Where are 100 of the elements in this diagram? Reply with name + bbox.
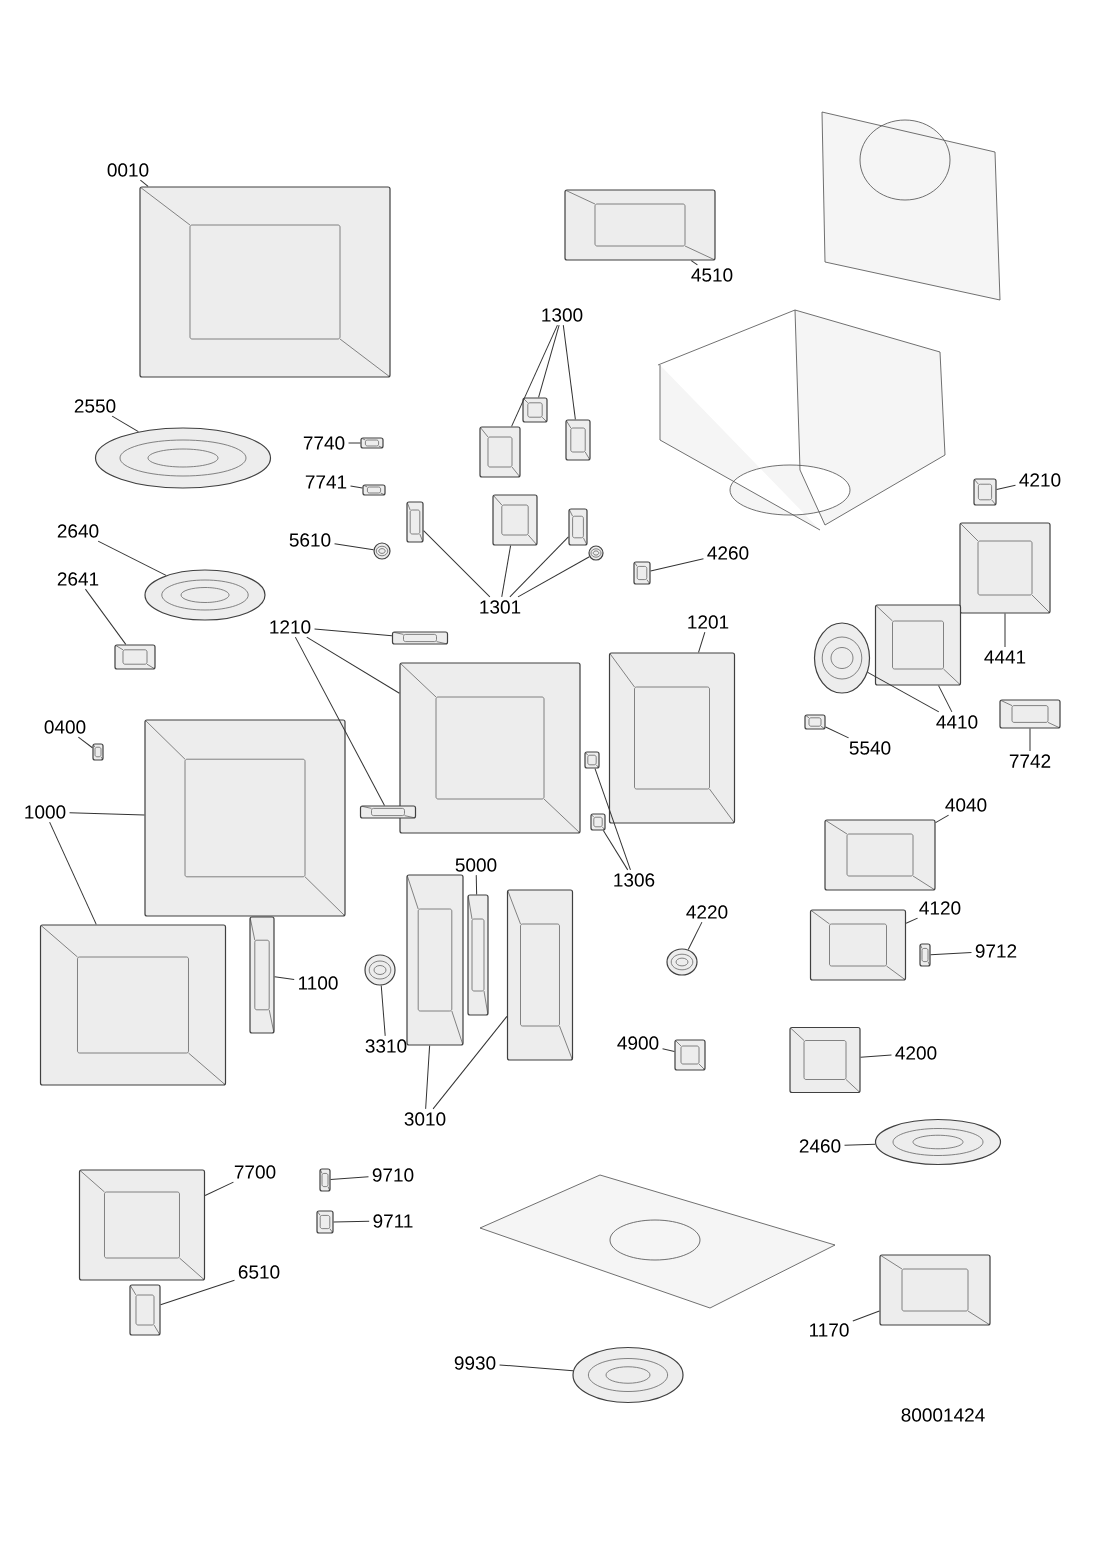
part-drawing xyxy=(144,719,346,917)
leader-line xyxy=(698,631,706,653)
part-drawing xyxy=(919,943,931,967)
part-drawing xyxy=(399,662,581,834)
callout-number: 2641 xyxy=(57,572,99,586)
callout-number: 1201 xyxy=(688,615,729,629)
leader-line xyxy=(501,545,512,598)
part-drawing xyxy=(359,805,417,819)
leader-line xyxy=(594,768,631,871)
leader-line xyxy=(509,536,569,598)
callout-number: 2460 xyxy=(799,1139,841,1153)
leader-line xyxy=(905,917,919,924)
leader-line xyxy=(475,874,478,895)
part-drawing xyxy=(319,1168,331,1192)
callout-number: 4410 xyxy=(936,715,978,729)
part-drawing xyxy=(584,751,600,769)
callout-number: 3310 xyxy=(365,1039,407,1053)
leader-line xyxy=(852,1310,880,1322)
leader-line xyxy=(538,324,560,398)
leader-line xyxy=(562,324,576,420)
part-drawing xyxy=(874,1118,1002,1166)
part-drawing xyxy=(588,545,604,561)
leader-line xyxy=(938,685,953,713)
part-drawing xyxy=(959,522,1051,614)
part-drawing xyxy=(572,1346,684,1404)
callout-number: 0010 xyxy=(107,163,149,177)
part-drawing xyxy=(879,1254,991,1326)
leader-line xyxy=(996,484,1016,490)
part-drawing xyxy=(144,569,266,621)
part-drawing xyxy=(479,426,521,478)
leader-line xyxy=(334,543,374,551)
part-drawing xyxy=(362,484,386,496)
leader-line xyxy=(935,814,950,824)
callout-number: 5000 xyxy=(455,858,497,872)
part-drawing xyxy=(129,1284,161,1336)
callout-number: 4200 xyxy=(895,1046,937,1060)
leader-line xyxy=(687,921,703,951)
leader-line xyxy=(294,636,385,806)
leader-line xyxy=(380,985,386,1037)
part-drawing xyxy=(789,1026,861,1094)
leader-line xyxy=(139,179,149,187)
part-drawing xyxy=(373,542,391,560)
callout-number: 1000 xyxy=(25,805,66,819)
leader-line xyxy=(650,558,704,572)
leader-line xyxy=(499,1364,574,1372)
part-drawing xyxy=(139,186,391,378)
leader-line xyxy=(204,1181,234,1196)
leader-line xyxy=(517,556,590,598)
callout-number: 9712 xyxy=(975,944,1017,958)
leader-line xyxy=(274,976,295,981)
part-drawing xyxy=(114,644,156,670)
callout-number: 1100 xyxy=(299,976,338,990)
callout-number: 2550 xyxy=(74,399,116,413)
leader-line xyxy=(97,540,167,576)
callout-number: 0400 xyxy=(44,720,86,734)
leader-line xyxy=(860,1054,892,1058)
leader-line xyxy=(333,1220,370,1223)
callout-number: 7700 xyxy=(234,1165,276,1179)
callout-number: 6510 xyxy=(238,1265,280,1279)
leader-line xyxy=(1029,728,1031,752)
part-drawing xyxy=(391,631,449,645)
leader-line xyxy=(602,830,629,871)
leader-line xyxy=(306,636,400,694)
callout-number: 1210 xyxy=(270,620,311,634)
callout-number: 4210 xyxy=(1019,473,1061,487)
part-drawing xyxy=(809,909,907,981)
leader-line xyxy=(160,1279,235,1306)
part-drawing xyxy=(590,813,606,831)
part-drawing xyxy=(492,494,538,546)
part-drawing xyxy=(973,478,997,506)
callout-number: 7741 xyxy=(305,475,347,489)
part-drawing xyxy=(249,916,275,1034)
callout-number: 1301 xyxy=(480,600,521,614)
part-drawing xyxy=(633,561,651,585)
callout-number: 4120 xyxy=(919,901,961,915)
part-drawing xyxy=(406,874,464,1046)
part-drawing xyxy=(666,948,698,976)
callout-number: 9710 xyxy=(372,1168,414,1182)
callout-number: 3010 xyxy=(404,1112,446,1126)
leader-line xyxy=(825,726,850,739)
callout-number: 4040 xyxy=(945,798,987,812)
callout-number: 7740 xyxy=(303,436,345,450)
leader-line xyxy=(350,485,363,489)
part-drawing xyxy=(506,889,574,1061)
callout-number: 4260 xyxy=(707,546,749,560)
drawing-number: 80001424 xyxy=(901,1408,985,1422)
leader-line xyxy=(425,1045,431,1110)
leader-line xyxy=(844,1143,876,1146)
part-drawing xyxy=(364,954,396,986)
leader-line xyxy=(511,324,558,427)
leader-line xyxy=(690,260,698,266)
part-drawing xyxy=(674,1039,706,1071)
part-drawing xyxy=(565,419,591,461)
leader-line xyxy=(84,588,127,645)
leader-line xyxy=(77,736,93,749)
part-drawing xyxy=(568,508,588,546)
leader-line xyxy=(867,671,940,713)
callout-number: 5540 xyxy=(849,741,891,755)
part-drawing xyxy=(522,397,548,423)
callout-number: 4510 xyxy=(691,268,733,282)
